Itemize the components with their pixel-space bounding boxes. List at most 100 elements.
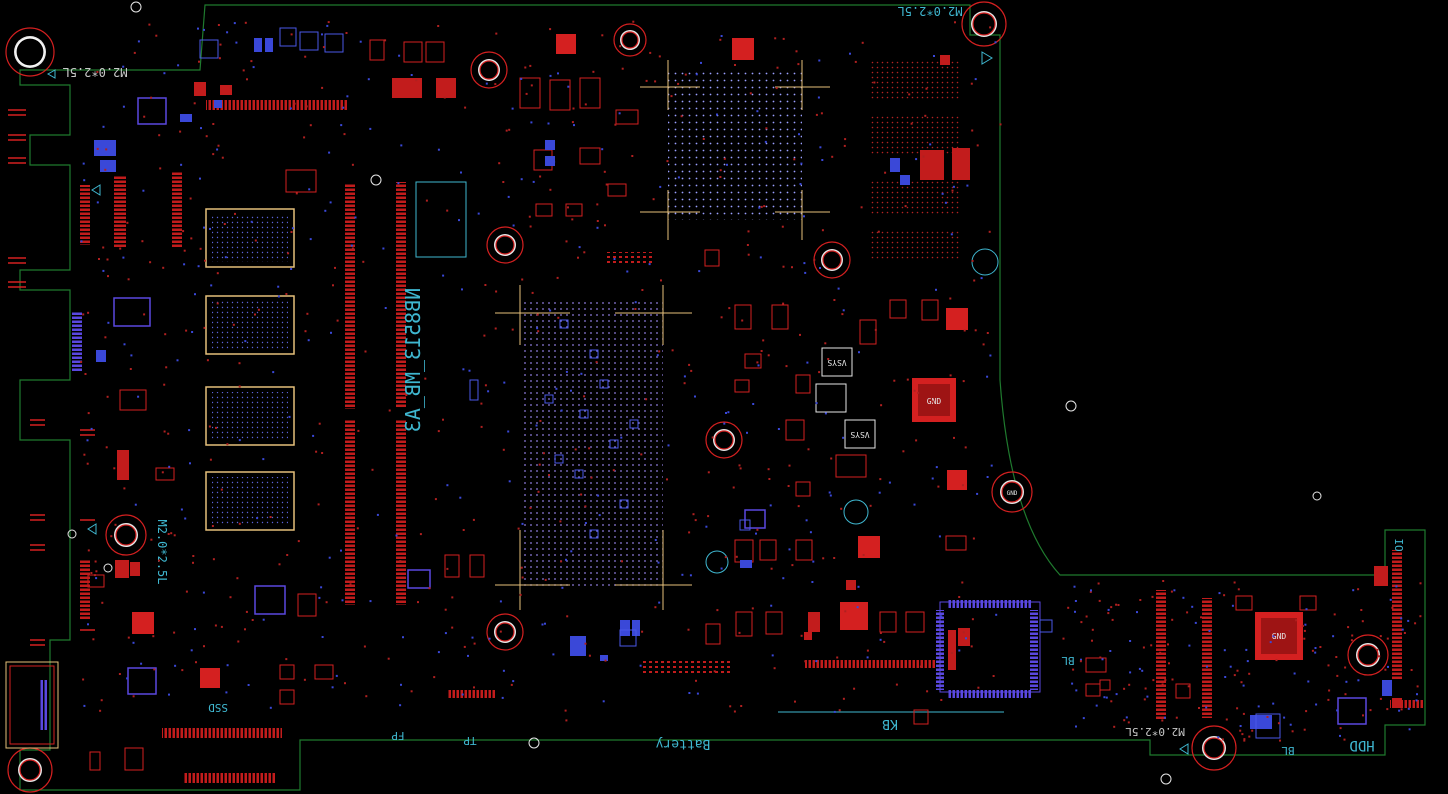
top-fpc-connector xyxy=(206,100,348,110)
via xyxy=(649,51,652,54)
via xyxy=(451,626,454,629)
left-fpc-connector xyxy=(114,175,126,248)
via xyxy=(238,362,241,365)
via xyxy=(762,339,765,342)
via xyxy=(809,531,812,534)
via xyxy=(499,600,502,603)
io-label: IO xyxy=(1392,538,1405,551)
via xyxy=(130,354,133,357)
via xyxy=(104,168,107,171)
via xyxy=(926,690,929,693)
via xyxy=(345,32,348,34)
via xyxy=(974,329,977,332)
via xyxy=(451,596,454,599)
via xyxy=(262,458,265,461)
via xyxy=(544,578,547,581)
via xyxy=(177,64,180,67)
mounting-holes xyxy=(5,1,1389,793)
via xyxy=(148,23,151,26)
qfn-chip xyxy=(132,612,154,634)
via xyxy=(1233,674,1236,677)
via xyxy=(1123,719,1126,722)
via xyxy=(688,531,691,534)
via xyxy=(1248,672,1251,675)
via xyxy=(785,365,788,368)
vsys-blocks xyxy=(815,347,876,449)
via xyxy=(564,709,567,712)
via xyxy=(285,658,288,661)
via xyxy=(269,516,272,518)
via xyxy=(192,561,194,564)
via xyxy=(286,554,289,556)
ssd-connector xyxy=(162,728,282,738)
via xyxy=(203,226,205,229)
via xyxy=(842,309,845,312)
via xyxy=(584,522,587,524)
via xyxy=(1305,608,1308,611)
qfn-chips: GND GND xyxy=(132,34,1303,688)
via xyxy=(402,636,404,639)
via xyxy=(290,33,293,36)
via xyxy=(677,176,680,179)
via xyxy=(250,60,253,63)
via xyxy=(102,269,105,272)
via xyxy=(229,596,232,599)
via xyxy=(908,93,911,96)
via xyxy=(244,628,246,631)
via xyxy=(1344,693,1347,696)
via xyxy=(541,623,544,626)
via xyxy=(1236,707,1239,710)
via xyxy=(724,556,727,559)
via xyxy=(652,198,655,201)
via xyxy=(782,577,785,580)
via xyxy=(133,51,136,54)
via xyxy=(989,26,992,29)
qfn-chip xyxy=(947,470,967,490)
via xyxy=(874,328,877,331)
via xyxy=(1113,725,1116,728)
via xyxy=(458,219,460,222)
via xyxy=(238,385,241,388)
via xyxy=(621,560,623,563)
via xyxy=(170,532,173,535)
via xyxy=(893,379,896,382)
via xyxy=(1379,697,1382,700)
via xyxy=(1361,620,1364,623)
via xyxy=(122,256,125,259)
via xyxy=(711,436,714,439)
via xyxy=(520,566,523,569)
via xyxy=(843,144,846,147)
via xyxy=(841,313,844,316)
via xyxy=(1403,632,1406,634)
via xyxy=(1343,738,1346,741)
via xyxy=(1407,619,1410,622)
via xyxy=(803,262,806,265)
via xyxy=(122,105,125,108)
via xyxy=(203,28,205,31)
via xyxy=(1328,689,1331,692)
via xyxy=(1266,716,1269,718)
via xyxy=(442,418,444,421)
via xyxy=(179,130,182,133)
via xyxy=(498,162,501,165)
via xyxy=(205,135,208,138)
via xyxy=(557,72,559,75)
via xyxy=(1416,685,1419,688)
via xyxy=(96,147,99,150)
via xyxy=(700,61,702,64)
io-connector xyxy=(1392,550,1402,680)
via xyxy=(1414,622,1417,625)
via xyxy=(583,395,586,398)
via xyxy=(949,297,952,300)
via xyxy=(212,558,215,561)
via xyxy=(840,507,843,510)
via xyxy=(517,527,520,530)
via xyxy=(695,679,697,682)
via xyxy=(278,563,281,566)
via xyxy=(123,487,126,490)
via xyxy=(350,244,353,247)
via xyxy=(217,144,220,147)
via xyxy=(459,496,462,499)
via xyxy=(369,127,372,130)
via xyxy=(549,309,552,312)
